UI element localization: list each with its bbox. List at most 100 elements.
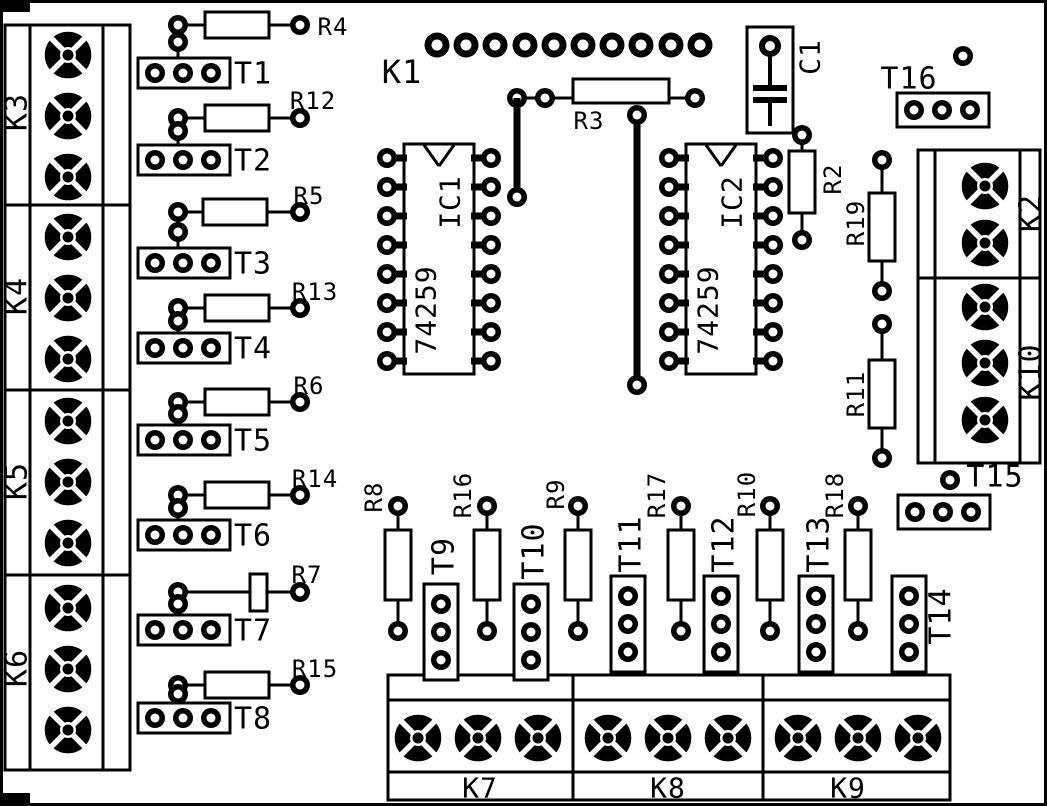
r4-pad-hole <box>173 20 183 30</box>
r9-label: R9 <box>542 479 570 510</box>
t8-pad-hole <box>178 713 188 723</box>
r14-pad-hole <box>295 490 305 500</box>
t12-label: T12 <box>707 515 742 572</box>
t16-label: T16 <box>880 62 937 97</box>
k8-screw-pad-ring <box>587 717 629 759</box>
r3-pad-hole <box>690 93 700 103</box>
t4-pad-hole <box>206 343 216 353</box>
t2-pad-hole <box>178 155 188 165</box>
k3-screw-pad-drill <box>62 110 74 122</box>
k10-screw-pad-ring <box>964 286 1006 328</box>
t11-pad-hole <box>623 591 633 601</box>
k8-screw-pad-ring <box>707 717 749 759</box>
k9-screw-pad-drill <box>912 732 924 744</box>
k10-screw-pad-drill <box>979 357 991 369</box>
r13-pad-hole <box>173 316 183 326</box>
k8-screw-pad-drill <box>722 732 734 744</box>
r5-pad-hole <box>173 227 183 237</box>
w1-pad-hole <box>512 192 522 202</box>
t2-pad-hole <box>206 155 216 165</box>
w2-pad-hole <box>632 110 642 120</box>
t1-label: T1 <box>234 57 272 92</box>
k8-screw-pad-ring <box>647 717 689 759</box>
r11-pad-hole <box>877 453 887 463</box>
r18-pad-hole <box>853 626 863 636</box>
k7-screw-pad-drill <box>412 732 424 744</box>
ic1-pin-pad-hole <box>486 182 496 192</box>
r12-body <box>203 103 271 133</box>
r4-label: R4 <box>318 13 349 41</box>
ic2-label: 74259 <box>692 265 725 354</box>
ic1-pin-pad-hole <box>382 269 392 279</box>
t13-pad-hole <box>811 647 821 657</box>
k6-screw-pad-ring <box>47 648 89 690</box>
t5-pad-hole <box>150 435 160 445</box>
t1-pad-hole <box>150 68 160 78</box>
t14-pad-hole <box>904 647 914 657</box>
r6-label: R6 <box>294 372 325 400</box>
t7-pad-hole <box>178 625 188 635</box>
k8-label: K8 <box>650 772 686 805</box>
t9-label: T9 <box>427 537 462 575</box>
k4-screw-pad-ring <box>47 277 89 319</box>
ic1-pin-pad-hole <box>382 240 392 250</box>
t12-pad-hole <box>716 591 726 601</box>
ic2-pin-pad-hole <box>768 182 778 192</box>
t15-pad-hole <box>945 475 955 485</box>
t12-pad-hole <box>716 619 726 629</box>
t15-pad-hole <box>966 507 976 517</box>
t4-pad-hole <box>178 343 188 353</box>
r17-pad-hole <box>676 626 686 636</box>
k9-screw-pad-ring <box>777 717 819 759</box>
ic1-pin-pad-hole <box>382 153 392 163</box>
r19-pad-hole <box>877 286 887 296</box>
r2-body <box>787 149 817 215</box>
r15-body <box>203 670 271 700</box>
t6-pad-hole <box>150 530 160 540</box>
t13-pad-hole <box>811 619 821 629</box>
ic1-label: 74259 <box>410 265 443 354</box>
r13-label: R13 <box>292 278 338 306</box>
r7-pad-hole <box>295 587 305 597</box>
ic1-label: IC1 <box>434 175 467 229</box>
r7-pad-hole <box>173 587 183 597</box>
ic1-pin-pad-hole <box>382 211 392 221</box>
ic2-pin-pad-hole <box>664 356 674 366</box>
r13-body <box>203 293 271 323</box>
r12-pad-hole <box>173 113 183 123</box>
ic2-notch <box>719 144 738 167</box>
r3-label: R3 <box>574 107 605 135</box>
r9-pad-hole <box>573 626 583 636</box>
t15-label: T15 <box>966 460 1023 495</box>
k6-screw-pad-ring <box>47 587 89 629</box>
t6-pad-hole <box>178 530 188 540</box>
ic1-pin-pad-hole <box>382 356 392 366</box>
k8-screw-pad-drill <box>602 732 614 744</box>
t4-label: T4 <box>234 332 272 367</box>
r12-label: R12 <box>290 87 336 115</box>
k2-screw-pad-ring <box>964 222 1006 264</box>
r5-label: R5 <box>294 182 325 210</box>
r3-body <box>571 77 671 105</box>
ic2-pin-pad-hole <box>768 269 778 279</box>
t8-label: T8 <box>234 702 272 737</box>
t7-label: T7 <box>234 614 272 649</box>
ic2-pin-pad-hole <box>664 153 674 163</box>
ic2-pin-pad-hole <box>768 298 778 308</box>
t4-pad-hole <box>150 343 160 353</box>
r5-pad-hole <box>295 207 305 217</box>
r19-body <box>867 191 897 263</box>
k4-label: K4 <box>0 277 35 315</box>
r13-pad-hole <box>173 303 183 313</box>
r7-label: R7 <box>292 561 323 589</box>
r8-body <box>383 528 413 602</box>
ic1-pin-pad-hole <box>486 356 496 366</box>
k5-screw-pad-drill <box>62 537 74 549</box>
r4-pad-hole <box>295 20 305 30</box>
k1-pin-pad-hole <box>665 39 677 51</box>
k10-screw-pad-drill <box>979 414 991 426</box>
k7-screw-pad-drill <box>532 732 544 744</box>
r15-label: R15 <box>292 655 338 683</box>
r2-pad-hole <box>797 235 807 245</box>
c1-label: C1 <box>794 39 827 75</box>
